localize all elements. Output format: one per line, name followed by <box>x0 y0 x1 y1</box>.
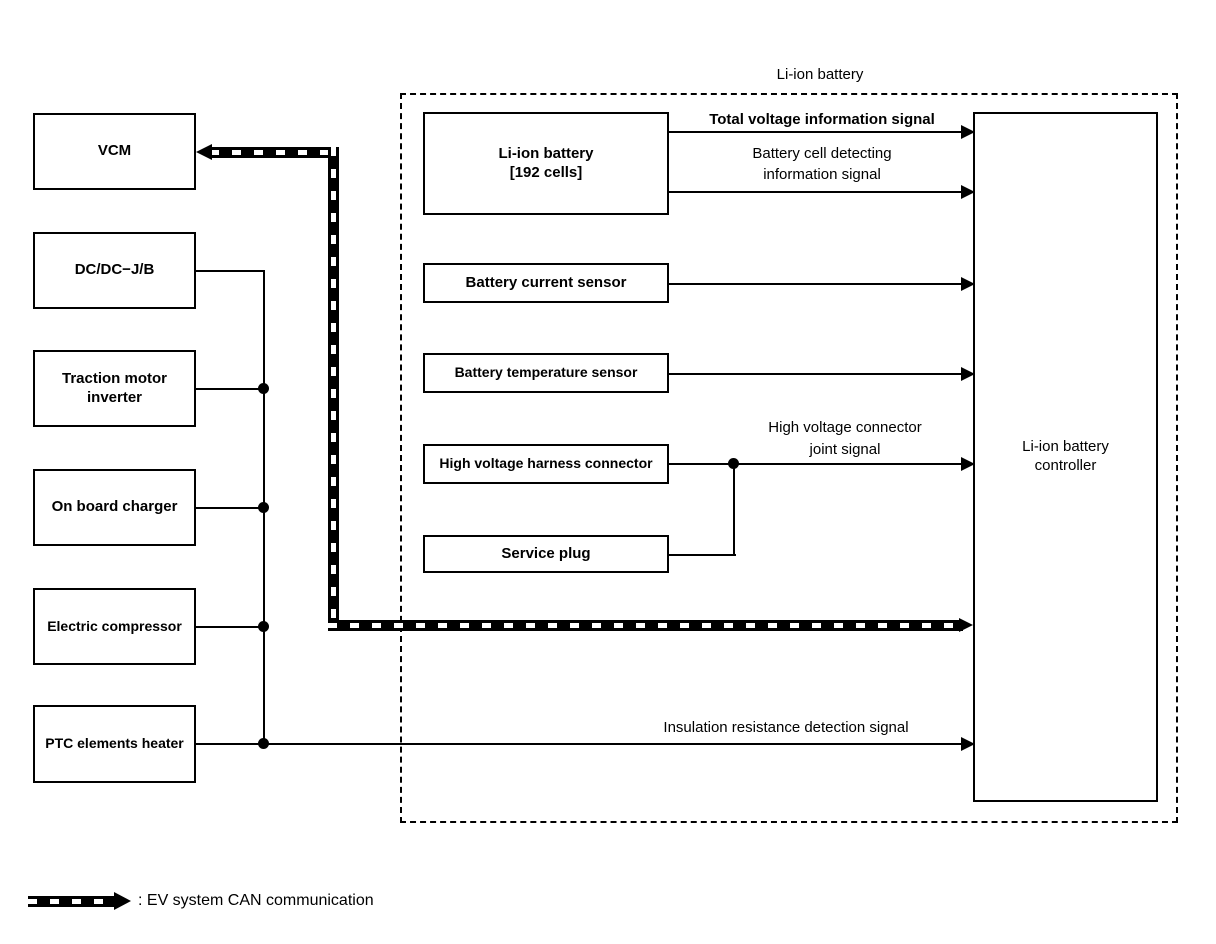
arrow-total-voltage <box>961 125 975 139</box>
arrow-battery-cell-detecting <box>961 185 975 199</box>
arrow-hv-connector-joint <box>961 457 975 471</box>
component-battery-current-sensor-label: Battery current sensor <box>465 273 627 291</box>
wire-total-voltage <box>669 131 969 133</box>
module-traction-motor-inverter-label-line1: Traction motor <box>61 369 167 387</box>
component-li-ion-battery-label-line2: [192 cells] <box>509 163 583 181</box>
module-electric-compressor-label: Electric compressor <box>47 617 182 634</box>
arrow-battery-current-sensor <box>961 277 975 291</box>
wire-dcdc-to-bus <box>196 270 265 272</box>
signal-label-hv-connector-line1: High voltage connector <box>768 419 922 436</box>
module-ptc-elements-heater[interactable]: PTC elements heater <box>33 705 196 783</box>
module-ptc-elements-heater-label: PTC elements heater <box>45 735 184 752</box>
module-vcm-label: VCM <box>97 142 132 160</box>
wire-hv-connector-joint <box>669 463 969 465</box>
legend: : EV system CAN communication <box>28 892 374 910</box>
wire-service-plug-riser <box>733 463 735 556</box>
li-ion-battery-region <box>400 93 1178 823</box>
component-high-voltage-harness-connector-label: High voltage harness connector <box>439 455 653 472</box>
signal-label-battery-cell-line1: Battery cell detecting <box>752 145 892 162</box>
can-bus-arrow-to-controller <box>959 618 973 632</box>
component-li-ion-battery-controller[interactable]: Li-ion battery controller <box>973 112 1158 802</box>
junction-dot-charger <box>258 502 269 513</box>
can-bus-bottom-segment <box>328 620 963 631</box>
legend-label: : EV system CAN communication <box>138 892 374 909</box>
wire-ptc-to-controller <box>196 743 975 745</box>
junction-dot-compressor <box>258 621 269 632</box>
module-on-board-charger[interactable]: On board charger <box>33 469 196 546</box>
can-bus-arrow-to-vcm <box>196 144 212 160</box>
signal-label-battery-cell-line2: information signal <box>763 166 881 183</box>
module-dcdc-jb-label: DC/DC−J/B <box>74 261 155 279</box>
component-high-voltage-harness-connector[interactable]: High voltage harness connector <box>423 444 669 484</box>
component-service-plug-label: Service plug <box>501 544 591 562</box>
module-traction-motor-inverter-label-line2: inverter <box>86 388 143 406</box>
junction-dot-traction <box>258 383 269 394</box>
component-battery-temperature-sensor[interactable]: Battery temperature sensor <box>423 353 669 393</box>
component-li-ion-battery[interactable]: Li-ion battery [192 cells] <box>423 112 669 215</box>
can-bus-vertical-segment <box>328 147 339 626</box>
li-ion-battery-region-title: Li-ion battery <box>776 66 864 83</box>
wire-battery-temperature-sensor <box>669 373 969 375</box>
module-on-board-charger-label: On board charger <box>51 498 178 516</box>
can-bus-top-segment <box>210 147 339 158</box>
can-bus-legend-arrow-icon <box>114 892 131 910</box>
component-battery-current-sensor[interactable]: Battery current sensor <box>423 263 669 303</box>
signal-label-insulation-resistance: Insulation resistance detection signal <box>663 719 909 736</box>
module-traction-motor-inverter[interactable]: Traction motor inverter <box>33 350 196 427</box>
wire-charger-to-bus <box>196 507 265 509</box>
controller-label-line1: Li-ion battery <box>1022 438 1109 456</box>
signal-label-total-voltage: Total voltage information signal <box>709 111 935 128</box>
wire-service-plug-branch <box>669 554 736 556</box>
signal-label-hv-connector-line2: joint signal <box>809 441 881 458</box>
junction-dot-hv-connector <box>728 458 739 469</box>
wire-battery-current-sensor <box>669 283 969 285</box>
wire-traction-to-bus <box>196 388 265 390</box>
component-battery-temperature-sensor-label: Battery temperature sensor <box>454 364 638 381</box>
can-bus-legend-icon <box>28 895 114 907</box>
wire-battery-cell-detecting <box>669 191 969 193</box>
wire-compressor-to-bus <box>196 626 265 628</box>
component-li-ion-battery-label-line1: Li-ion battery <box>498 144 594 162</box>
module-electric-compressor[interactable]: Electric compressor <box>33 588 196 665</box>
component-service-plug[interactable]: Service plug <box>423 535 669 573</box>
module-dcdc-jb[interactable]: DC/DC−J/B <box>33 232 196 309</box>
controller-label-line2: controller <box>1034 457 1097 474</box>
junction-dot-ptc <box>258 738 269 749</box>
arrow-battery-temperature-sensor <box>961 367 975 381</box>
module-vcm[interactable]: VCM <box>33 113 196 190</box>
arrow-insulation-resistance <box>961 737 975 751</box>
